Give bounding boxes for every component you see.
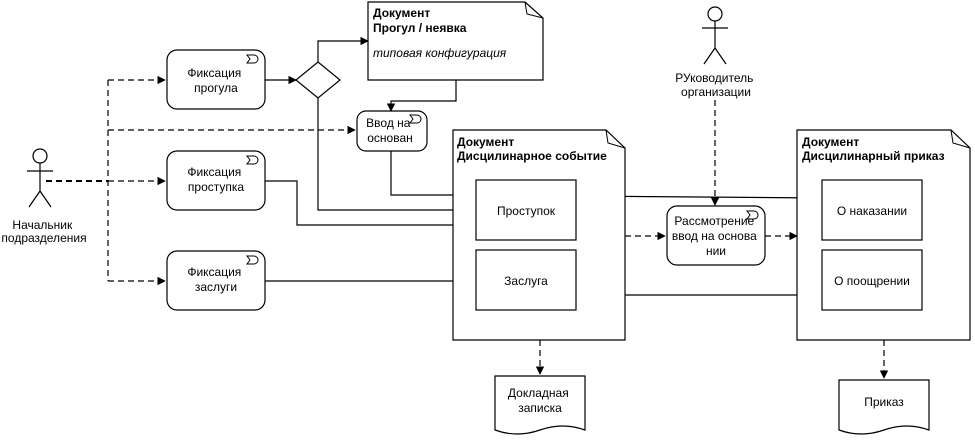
actor-director xyxy=(702,6,728,65)
task-input-based[interactable]: Ввод на основан xyxy=(356,110,428,152)
svg-text:Фиксация прогула: Фиксация прогула xyxy=(187,66,244,95)
svg-text:Ввод на основан: Ввод на основан xyxy=(366,116,414,145)
task-fix-absence-line2: прогула xyxy=(194,81,238,95)
svg-text:Фиксация заслуги: Фиксация заслуги xyxy=(187,265,244,294)
task-fix-merit-line1: Фиксация xyxy=(187,265,241,279)
document-order[interactable]: Приказ xyxy=(838,379,930,435)
document-event-title-line2: Дисцилинарное событие xyxy=(457,149,607,163)
svg-text:Документ Прогул / неявка: Документ Прогул / неявка xyxy=(373,6,467,35)
task-icon xyxy=(246,155,259,165)
connector-absence-doc-to-input xyxy=(386,80,457,112)
actor-director-figure xyxy=(707,6,723,22)
document-absence-title-line2: Прогул / неявка xyxy=(373,21,467,35)
actor-director-label: РУководитель организации xyxy=(675,71,756,99)
svg-text:Докладная записка: Докладная записка xyxy=(508,386,572,415)
svg-text:Фиксация проступка: Фиксация проступка xyxy=(187,165,244,194)
task-icon xyxy=(246,255,259,265)
actor-director-label-line1: РУководитель xyxy=(675,71,753,85)
task-fix-merit-line2: заслуги xyxy=(195,280,237,294)
task-review-line3: нии xyxy=(706,244,726,258)
section-punishment[interactable]: О наказании xyxy=(821,179,923,241)
document-memo-line1: Докладная xyxy=(508,386,569,400)
document-memo-line2: записка xyxy=(518,401,562,415)
task-review[interactable]: Рассмотрение ввод на основа нии xyxy=(666,205,766,266)
task-review-line1: Рассмотрение xyxy=(674,214,754,228)
document-order-title-line1: Документ xyxy=(802,135,859,149)
section-punishment-label: О наказании xyxy=(837,204,907,218)
task-icon xyxy=(246,54,259,64)
document-disciplinary-order[interactable]: Документ Дисцилинарный приказ О наказани… xyxy=(796,129,971,341)
connector-input-to-misconduct xyxy=(390,151,477,200)
section-misconduct-label: Проступок xyxy=(497,204,556,218)
document-order-label: Приказ xyxy=(864,395,904,409)
section-misconduct[interactable]: Проступок xyxy=(475,179,577,241)
actor-head-figure xyxy=(32,148,48,164)
svg-text:Документ Дисцилинарное с: Документ Дисцилинарное событие xyxy=(457,135,607,163)
task-icon xyxy=(409,114,422,124)
section-encouragement[interactable]: О поощрении xyxy=(821,249,923,311)
task-fix-absence[interactable]: Фиксация прогула xyxy=(166,49,266,110)
task-fix-misconduct-line2: проступка xyxy=(188,180,244,194)
exclusive-gateway[interactable] xyxy=(295,61,341,99)
task-icon xyxy=(746,210,759,220)
actor-head xyxy=(27,148,53,208)
connector-gateway-to-misconduct xyxy=(317,98,477,215)
section-merit[interactable]: Заслуга xyxy=(475,249,577,311)
document-absence-title-line1: Документ xyxy=(373,6,430,20)
task-input-based-line1: Ввод на xyxy=(366,116,411,130)
task-fix-misconduct[interactable]: Фиксация проступка xyxy=(166,150,266,211)
task-input-based-line2: основан xyxy=(367,131,413,145)
svg-text:Документ Дисцилинарный п: Документ Дисцилинарный приказ xyxy=(802,135,945,163)
document-absence[interactable]: Документ Прогул / неявка типовая конфигу… xyxy=(367,1,544,81)
section-merit-label: Заслуга xyxy=(504,274,548,288)
connectors xyxy=(46,36,889,379)
section-encouragement-label: О поощрении xyxy=(834,274,910,288)
connector-fix-misconduct-to-misconduct xyxy=(265,180,477,230)
connector-gateway-to-absence-doc xyxy=(317,36,369,62)
actor-head-label: Начальник подразделения xyxy=(1,218,86,245)
document-disciplinary-event[interactable]: Документ Дисцилинарное событие Проступок… xyxy=(452,129,626,341)
document-absence-note: типовая конфигурация xyxy=(373,46,507,60)
document-order-title-line2: Дисцилинарный приказ xyxy=(802,149,945,163)
actor-head-label-line1: Начальник xyxy=(12,218,73,232)
actor-head-label-line2: подразделения xyxy=(1,231,86,245)
actor-director-label-line2: организации xyxy=(681,85,751,99)
task-fix-misconduct-line1: Фиксация xyxy=(187,165,241,179)
document-memo[interactable]: Докладная записка xyxy=(494,375,586,435)
task-fix-merit[interactable]: Фиксация заслуги xyxy=(166,250,266,311)
task-fix-absence-line1: Фиксация xyxy=(187,66,241,80)
task-review-line2: ввод на основа xyxy=(672,229,757,243)
svg-text:Рассмотрение ввод на осн: Рассмотрение ввод на основа нии xyxy=(672,214,760,258)
document-event-title-line1: Документ xyxy=(457,135,514,149)
